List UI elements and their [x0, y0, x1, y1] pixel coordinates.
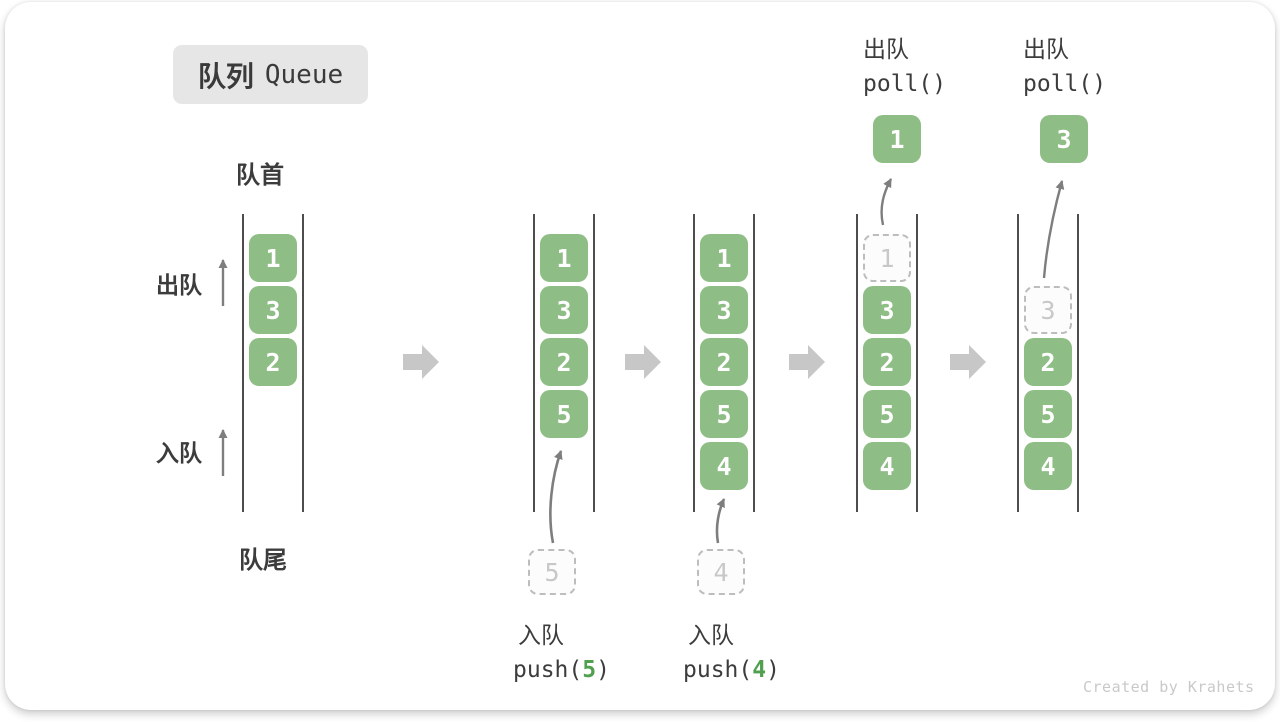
- queue3-item: 1: [700, 234, 748, 282]
- code-fn-close: ): [596, 657, 610, 683]
- queue2-annotation-code: push(5): [513, 657, 610, 683]
- queue2-item: 1: [540, 234, 588, 282]
- label-enqueue: 入队: [156, 440, 202, 466]
- queue2-annotation-action: 入队: [518, 622, 564, 648]
- queue2-wall-right: [593, 214, 595, 512]
- code-fn-open: push(: [683, 657, 753, 683]
- queue1-item: 3: [249, 286, 297, 334]
- queue5-item: 4: [1024, 442, 1072, 490]
- label-queue-head: 队首: [236, 162, 284, 189]
- queue5-item: 5: [1024, 390, 1072, 438]
- queue5-polled-item: 3: [1040, 115, 1088, 163]
- queue3-wall-left: [693, 214, 695, 512]
- title-badge: 队列 Queue: [173, 45, 368, 104]
- queue1-item: 2: [249, 338, 297, 386]
- step-arrow-4: [950, 345, 986, 379]
- code-fn-open: push(: [513, 657, 583, 683]
- queue4-wall-right: [916, 214, 918, 512]
- queue4-annotation-action: 出队: [863, 36, 909, 62]
- queue3-item: 5: [700, 390, 748, 438]
- label-dequeue: 出队: [156, 272, 202, 298]
- queue3-annotation: 入队 push(4): [683, 616, 780, 683]
- queue3-wall-right: [753, 214, 755, 512]
- queue3-item: 4: [700, 442, 748, 490]
- push4-arrow: [715, 498, 726, 544]
- step-arrow-1: [403, 345, 439, 379]
- queue5-wall-left: [1017, 214, 1019, 512]
- queue2-incoming-ghost: 5: [528, 549, 576, 595]
- queue4-wall-left: [856, 214, 858, 512]
- queue1-wall-left: [242, 214, 244, 512]
- queue1-item: 1: [249, 234, 297, 282]
- title-en: Queue: [264, 59, 344, 90]
- queue5-annotation-action: 出队: [1023, 36, 1069, 62]
- watermark-credit: Created by Krahets: [1083, 678, 1255, 696]
- queue3-item: 2: [700, 338, 748, 386]
- queue4-annotation: 出队 poll(): [863, 30, 946, 97]
- queue2-wall-left: [533, 214, 535, 512]
- step-arrow-3: [789, 345, 825, 379]
- queue5-annotation-code: poll(): [1023, 71, 1107, 97]
- queue1-wall-right: [302, 214, 304, 512]
- title-zh: 队列: [197, 60, 254, 92]
- queue2-item: 5: [540, 390, 588, 438]
- arrows-layer: [218, 178, 1065, 544]
- queue3-item: 3: [700, 286, 748, 334]
- poll1-arrow: [880, 178, 893, 226]
- queue4-item: 3: [863, 286, 911, 334]
- diagram-card: 队列 Queue 队首 队尾 出队 入队 1 3 2: [5, 2, 1275, 710]
- queue4-item: 5: [863, 390, 911, 438]
- code-arg: 4: [752, 657, 767, 683]
- queue2-item: 3: [540, 286, 588, 334]
- queue3-annotation-action: 入队: [688, 622, 734, 648]
- push5-arrow: [549, 450, 563, 544]
- step-arrow-2: [625, 345, 661, 379]
- queue3-annotation-code: push(4): [683, 657, 780, 683]
- queue4-annotation-code: poll(): [863, 71, 947, 97]
- queue4-ghost-item: 1: [863, 234, 911, 282]
- label-queue-tail: 队尾: [239, 547, 287, 574]
- queue5-annotation: 出队 poll(): [1023, 30, 1106, 97]
- queue3-incoming-ghost: 4: [697, 549, 745, 595]
- queue2-item: 2: [540, 338, 588, 386]
- code-arg: 5: [582, 657, 597, 683]
- code-fn-close: ): [766, 657, 780, 683]
- queue4-item: 4: [863, 442, 911, 490]
- queue4-item: 2: [863, 338, 911, 386]
- queue5-ghost-item: 3: [1024, 286, 1072, 334]
- queue5-item: 2: [1024, 338, 1072, 386]
- queue5-wall-right: [1077, 214, 1079, 512]
- queue4-polled-item: 1: [873, 115, 921, 163]
- queue2-annotation: 入队 push(5): [513, 616, 610, 683]
- poll3-arrow: [1042, 180, 1065, 279]
